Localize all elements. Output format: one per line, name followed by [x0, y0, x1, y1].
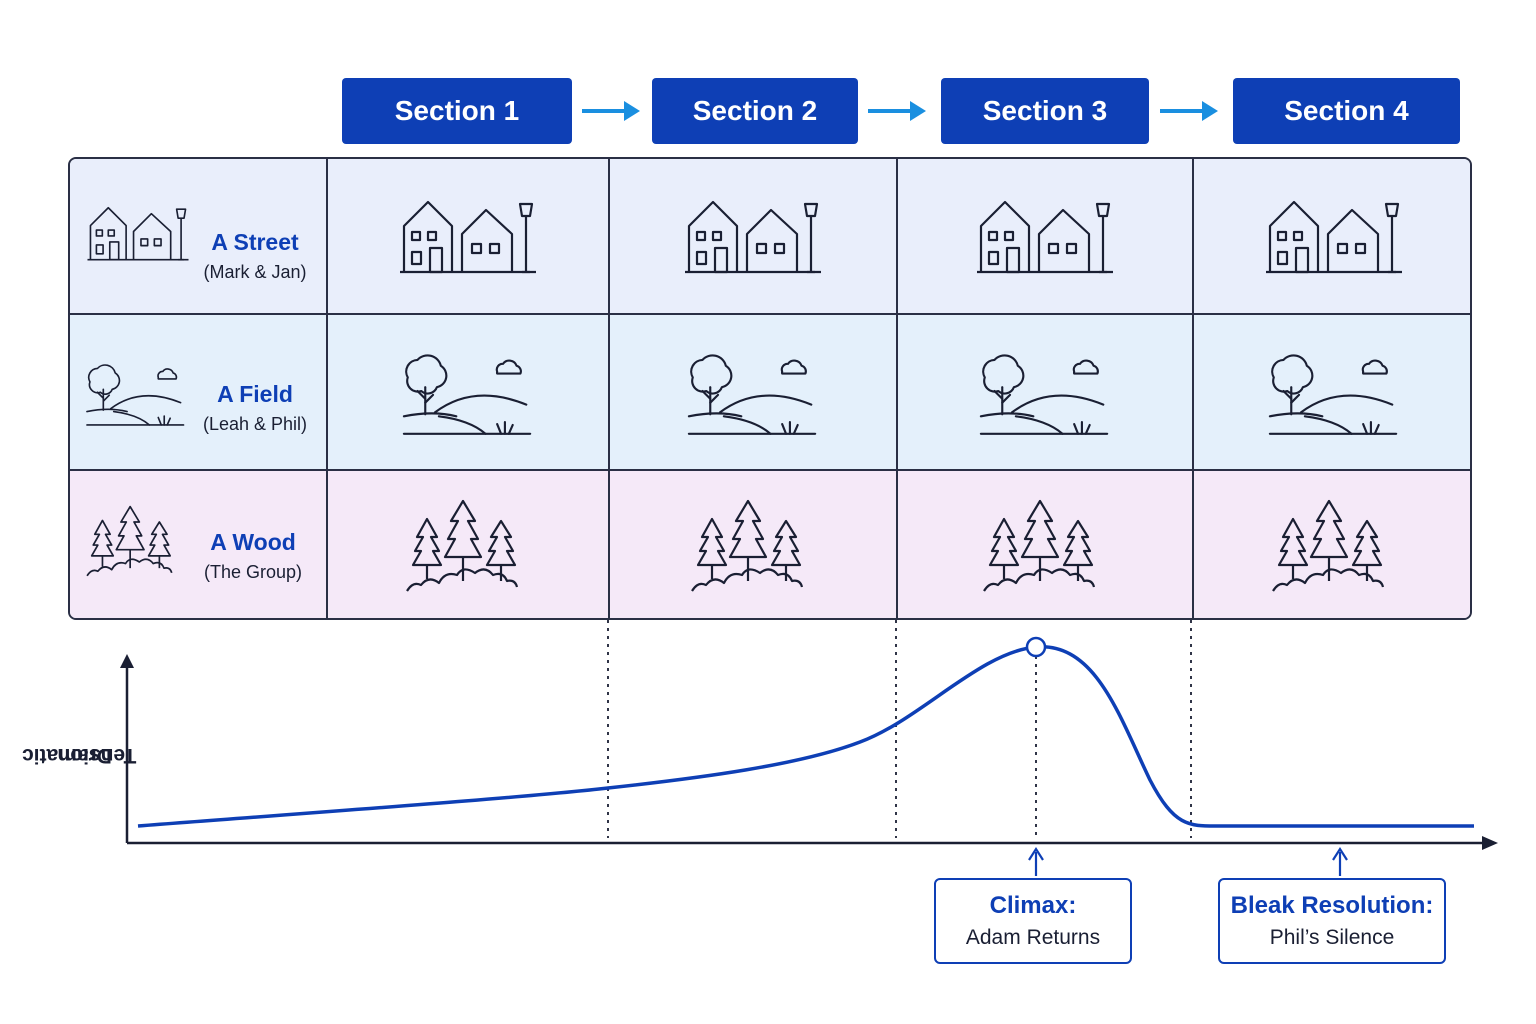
wood-section-3-cell — [898, 471, 1192, 620]
pine-forest-icon — [403, 497, 533, 597]
street-section-3-cell — [898, 159, 1192, 313]
houses-streetlamp-icon — [86, 187, 190, 279]
tree-hill-cloud-icon — [84, 349, 188, 437]
section-4-header: Section 4 — [1233, 78, 1460, 144]
resolution-callout-title: Bleak Resolution: — [1230, 892, 1434, 919]
setting-grid: A Street (Mark & Jan) A Field (Leah & Ph… — [68, 157, 1472, 620]
field-label-cell: A Field (Leah & Phil) — [70, 315, 326, 469]
pine-forest-icon — [84, 497, 184, 587]
up-arrow-icon — [1332, 846, 1348, 861]
section-2-label: Section 2 — [692, 95, 818, 126]
section-4-label: Section 4 — [1284, 95, 1409, 126]
houses-streetlamp-icon — [683, 196, 823, 276]
houses-streetlamp-icon — [398, 196, 538, 276]
arrow-right-icon — [868, 101, 926, 121]
arrow-right-icon — [582, 101, 640, 121]
arrow-right-icon — [1160, 101, 1218, 121]
street-section-2-cell — [610, 159, 896, 313]
wood-section-4-cell — [1194, 471, 1472, 620]
column-divider — [608, 159, 610, 618]
resolution-callout: Bleak Resolution: Phil’s Silence — [1218, 878, 1446, 964]
field-section-1-cell — [328, 315, 608, 469]
column-divider — [896, 159, 898, 618]
field-section-3-cell — [898, 315, 1192, 469]
tree-hill-cloud-icon — [1266, 348, 1402, 436]
street-row: A Street (Mark & Jan) — [70, 159, 1470, 313]
wood-section-2-cell — [610, 471, 896, 620]
houses-streetlamp-icon — [1264, 196, 1404, 276]
street-label-cell: A Street (Mark & Jan) — [70, 159, 326, 313]
pine-forest-icon — [1269, 497, 1399, 597]
tree-hill-cloud-icon — [977, 348, 1113, 436]
section-1-label: Section 1 — [394, 95, 520, 126]
pine-forest-icon — [688, 497, 818, 597]
row-divider — [70, 469, 1470, 471]
y-axis-arrow-icon — [120, 654, 134, 668]
tree-hill-cloud-icon — [685, 348, 821, 436]
field-subtitle: (Leah & Phil) — [202, 414, 308, 434]
climax-callout: Climax: Adam Returns — [934, 878, 1132, 964]
wood-subtitle: (The Group) — [203, 562, 303, 582]
field-section-2-cell — [610, 315, 896, 469]
field-title: A Field — [217, 381, 293, 407]
section-3-label: Section 3 — [982, 95, 1108, 126]
wood-label-cell: A Wood (The Group) — [70, 471, 326, 618]
houses-streetlamp-icon — [975, 196, 1115, 276]
climax-callout-subtitle: Adam Returns — [965, 926, 1101, 949]
wood-section-1-cell — [328, 471, 608, 620]
y-axis-label-line-2: Tension — [57, 744, 137, 767]
section-3-header: Section 3 — [941, 78, 1149, 144]
column-divider — [1192, 159, 1194, 618]
wood-title: A Wood — [210, 529, 296, 555]
x-axis-arrow-icon — [1482, 836, 1498, 850]
climax-point — [1025, 636, 1047, 658]
section-1-header: Section 1 — [342, 78, 572, 144]
field-section-4-cell — [1194, 315, 1472, 469]
street-section-4-cell — [1194, 159, 1472, 313]
up-arrow-icon — [1028, 846, 1044, 861]
resolution-callout-subtitle: Phil’s Silence — [1269, 926, 1395, 949]
tree-hill-cloud-icon — [400, 348, 536, 436]
column-divider — [326, 159, 328, 618]
tension-curve — [137, 645, 1474, 828]
field-row: A Field (Leah & Phil) — [70, 315, 1470, 469]
section-2-header: Section 2 — [652, 78, 858, 144]
climax-callout-title: Climax: — [989, 892, 1077, 919]
row-divider — [70, 313, 1470, 315]
street-subtitle: (Mark & Jan) — [203, 262, 307, 282]
pine-forest-icon — [980, 497, 1110, 597]
wood-row: A Wood (The Group) — [70, 471, 1472, 620]
tension-chart — [120, 620, 1498, 876]
street-section-1-cell — [328, 159, 608, 313]
street-title: A Street — [211, 229, 299, 255]
